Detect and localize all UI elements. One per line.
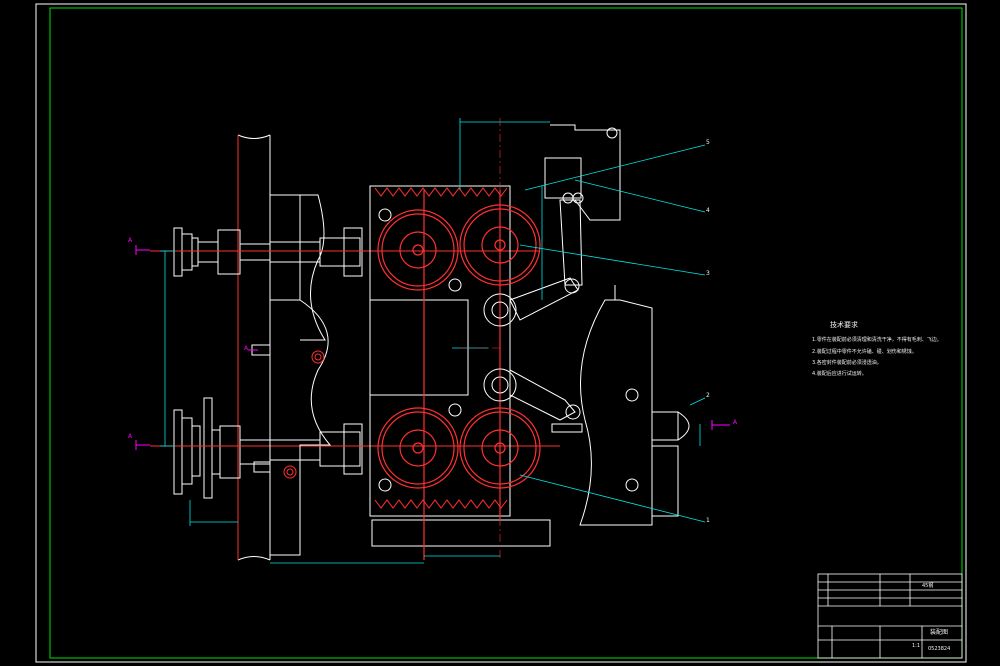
scale-value: 1:1 — [912, 643, 921, 649]
notes-line-2: 2.装配过程中零件不允许磕、碰、划伤和锈蚀。 — [812, 349, 917, 355]
lower-shaft — [150, 397, 560, 499]
notes-title: 技术要求 — [830, 321, 858, 329]
callout-3: 3 — [706, 270, 710, 277]
section-label-center: A — [244, 345, 249, 352]
section-label-right: A — [733, 419, 738, 426]
material-value: 45钢 — [922, 583, 934, 589]
notes-line-4: 4.装配后应进行试运转。 — [812, 371, 867, 377]
section-label-top: A — [128, 237, 133, 244]
outer-border — [35, 3, 967, 663]
drawing-name: 装配图 — [930, 629, 949, 636]
right-plate — [550, 124, 690, 526]
left-frame — [237, 134, 326, 561]
title-block — [817, 573, 963, 659]
center-lines — [460, 118, 501, 560]
inner-border — [49, 7, 963, 659]
drawing-number: 0523824 — [928, 646, 951, 652]
callout-2: 2 — [706, 392, 710, 399]
notes-line-3: 3.各密封件装配前必须浸透油。 — [812, 360, 882, 366]
gear-housing — [251, 185, 551, 556]
tension-arms — [509, 157, 584, 433]
section-label-bottom: A — [128, 433, 133, 440]
callout-4: 4 — [706, 207, 710, 214]
section-marks — [135, 245, 730, 450]
notes-line-1: 1.零件在装配前必须清理和清洗干净，不得有毛刺、飞边。 — [812, 337, 942, 343]
dimension-lines — [160, 118, 706, 564]
callout-5: 5 — [706, 139, 710, 146]
bolts — [283, 350, 325, 479]
upper-shaft — [150, 227, 540, 277]
callout-1: 1 — [706, 517, 710, 524]
springs — [374, 187, 508, 509]
